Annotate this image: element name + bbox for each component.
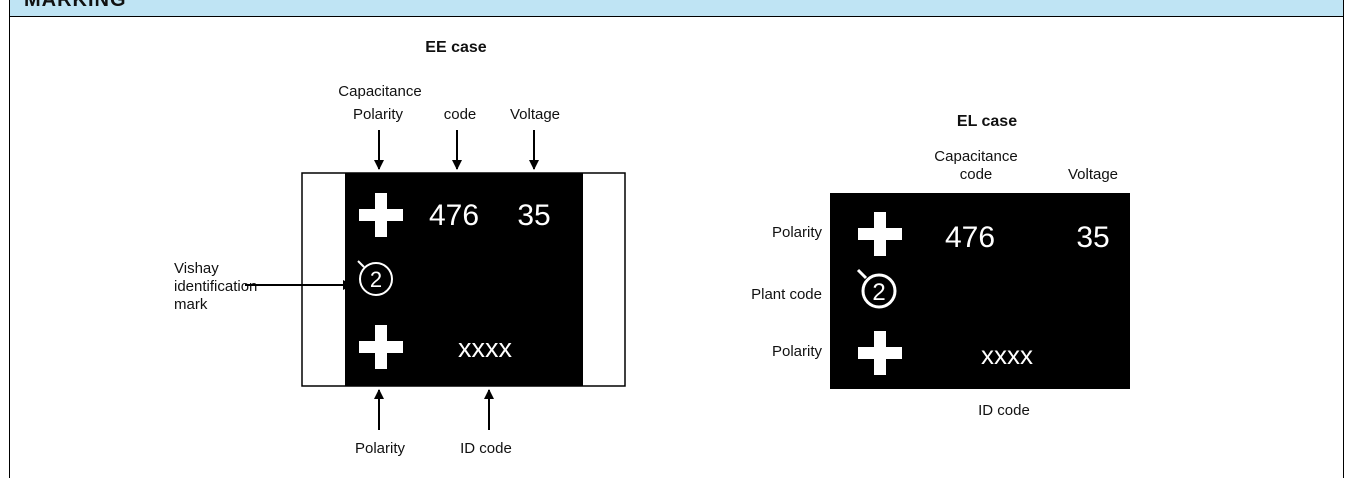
el-plant-mark-icon xyxy=(856,268,897,309)
ee-polarity-plus-bottom-icon xyxy=(359,325,403,369)
section-header: MARKING xyxy=(9,0,1344,17)
el-polarity-bottom-label: Polarity xyxy=(772,343,823,360)
ee-capacitance-value: 476 xyxy=(429,199,479,232)
ee-capacitance-label-line2: code xyxy=(444,106,477,123)
ee-case-group: EE case Capacitance Polarity code Voltag… xyxy=(174,39,626,457)
el-voltage-label: Voltage xyxy=(1068,166,1118,183)
ee-vishay-label-line2: identification xyxy=(174,278,257,295)
ee-plant-digit: 2 xyxy=(370,267,382,292)
ee-capacitance-label-line1: Capacitance xyxy=(338,83,421,100)
ee-id-code-label: ID code xyxy=(460,440,512,457)
el-polarity-plus-top-icon xyxy=(858,212,902,256)
el-case-title: EL case xyxy=(957,113,1017,130)
el-plant-code-label: Plant code xyxy=(751,286,822,303)
ee-voltage-value: 35 xyxy=(517,199,550,232)
el-capacitance-label-line1: Capacitance xyxy=(934,148,1017,165)
ee-vishay-label-line1: Vishay xyxy=(174,260,219,277)
el-id-code-value: xxxx xyxy=(981,340,1033,370)
ee-polarity-top-label: Polarity xyxy=(353,106,404,123)
frame-left-border xyxy=(9,17,10,478)
el-voltage-value: 35 xyxy=(1076,221,1109,254)
ee-case-title: EE case xyxy=(425,39,486,56)
el-plant-digit: 2 xyxy=(872,279,885,306)
ee-plant-mark-icon xyxy=(357,260,393,296)
el-case-group: EL case Capacitance code Voltage Polarit… xyxy=(751,113,1130,419)
ee-vishay-label-line3: mark xyxy=(174,296,208,313)
section-title: MARKING xyxy=(24,0,127,11)
frame-right-border xyxy=(1343,17,1344,478)
el-capacitance-label-line2: code xyxy=(960,166,993,183)
ee-polarity-bottom-label: Polarity xyxy=(355,440,406,457)
ee-voltage-label: Voltage xyxy=(510,106,560,123)
el-id-code-label: ID code xyxy=(978,402,1030,419)
ee-id-code-value: xxxx xyxy=(458,333,513,363)
el-polarity-plus-bottom-icon xyxy=(858,331,902,375)
ee-polarity-plus-top-icon xyxy=(359,193,403,237)
el-capacitance-value: 476 xyxy=(945,221,995,254)
el-polarity-top-label: Polarity xyxy=(772,224,823,241)
